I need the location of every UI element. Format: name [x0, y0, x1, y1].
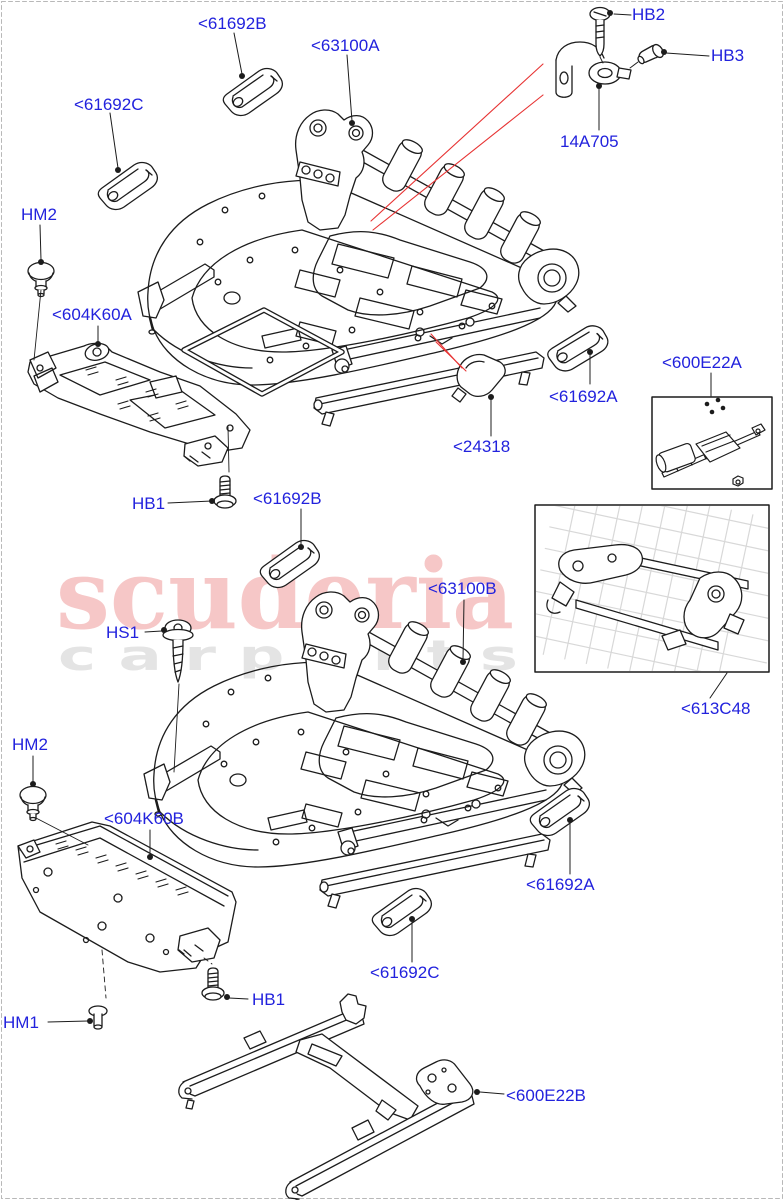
bolt-HB1-mid-drawing [213, 475, 237, 509]
callout-600E22B[interactable]: <600E22B [506, 1086, 586, 1105]
plate-604K60B-drawing [17, 821, 237, 973]
screw-HB2-drawing [589, 6, 611, 64]
clip-61692B-top-drawing [222, 67, 284, 117]
seat-pan-wire [181, 307, 345, 397]
part-box-600E22A [651, 396, 773, 490]
bracket-24318-drawing [451, 353, 506, 403]
red-reference-lines [370, 63, 544, 372]
callout-HS1[interactable]: HS1 [106, 623, 140, 642]
callout-613C48[interactable]: <613C48 [681, 699, 751, 718]
clip-61692C-bottom-drawing [371, 887, 433, 937]
callout-14A705[interactable]: 14A705 [560, 132, 619, 151]
callout-61692B-mid[interactable]: <61692B [253, 489, 322, 508]
seat-frame-63100A-drawing [136, 108, 581, 428]
pushpin-HM2-bottom-drawing [19, 785, 47, 822]
callout-HM1[interactable]: HM1 [3, 1013, 39, 1032]
leader-dots [30, 10, 667, 1095]
callout-63100A[interactable]: <63100A [311, 36, 380, 55]
bolt-HB1-bottom-drawing [201, 967, 225, 1001]
callout-HB2[interactable]: HB2 [632, 5, 666, 24]
callout-HB3[interactable]: HB3 [711, 46, 745, 65]
callout-63100B[interactable]: <63100B [428, 579, 497, 598]
screw-HM1-drawing [88, 1005, 108, 1030]
clip-61692A-bottom-drawing [529, 787, 591, 837]
clip-61692C-top-drawing [97, 161, 159, 211]
clip-61692A-mid-drawing [546, 322, 610, 375]
callout-HB1-mid[interactable]: HB1 [132, 494, 166, 513]
callout-24318[interactable]: <24318 [453, 437, 511, 456]
track-assembly-600E22B-drawing [178, 993, 475, 1200]
hook-bracket-14A705-drawing [555, 41, 632, 98]
callout-604K60B[interactable]: <604K60B [104, 809, 184, 828]
screw-HS1-drawing [162, 619, 194, 683]
callout-HM2-bottom[interactable]: HM2 [12, 735, 48, 754]
callout-600E22A[interactable]: <600E22A [662, 353, 742, 372]
callout-61692A-bottom[interactable]: <61692A [526, 875, 595, 894]
callout-61692B-top[interactable]: <61692B [198, 14, 267, 33]
callout-61692A-mid[interactable]: <61692A [549, 387, 618, 406]
callout-HM2-top[interactable]: HM2 [21, 205, 57, 224]
part-box-613C48 [534, 504, 770, 673]
callout-61692C-bottom[interactable]: <61692C [370, 963, 440, 982]
plate-604K60A-drawing [27, 342, 251, 467]
bolt-HB3-drawing [629, 43, 664, 69]
callout-604K60A[interactable]: <604K60A [52, 305, 132, 324]
callout-HB1-bottom[interactable]: HB1 [252, 990, 286, 1009]
leader-lines [32, 13, 728, 1095]
callout-61692C-top[interactable]: <61692C [74, 95, 144, 114]
